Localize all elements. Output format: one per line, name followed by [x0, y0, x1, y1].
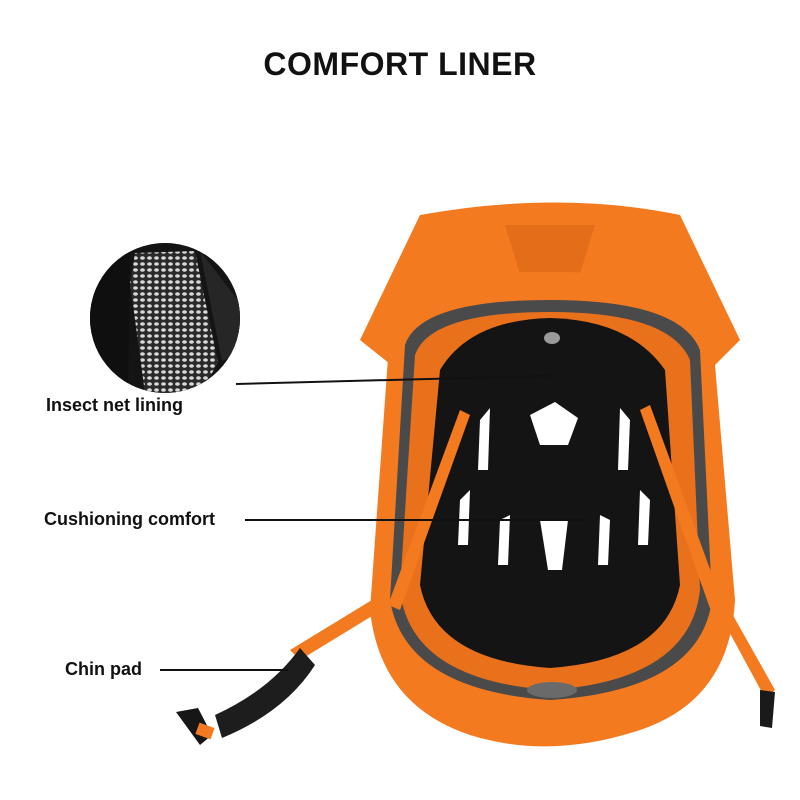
- mesh-pattern-icon: [90, 243, 240, 393]
- callout-insect-net-lining: Insect net lining: [46, 395, 184, 415]
- leader-line-cushioning: [245, 519, 585, 521]
- callout-cushioning-comfort: Cushioning comfort: [44, 509, 215, 529]
- page-title: COMFORT LINER: [263, 46, 537, 82]
- mesh-closeup-inset: [90, 243, 240, 393]
- leader-line-chin-pad: [160, 669, 288, 671]
- callout-chin-pad: Chin pad: [65, 659, 142, 679]
